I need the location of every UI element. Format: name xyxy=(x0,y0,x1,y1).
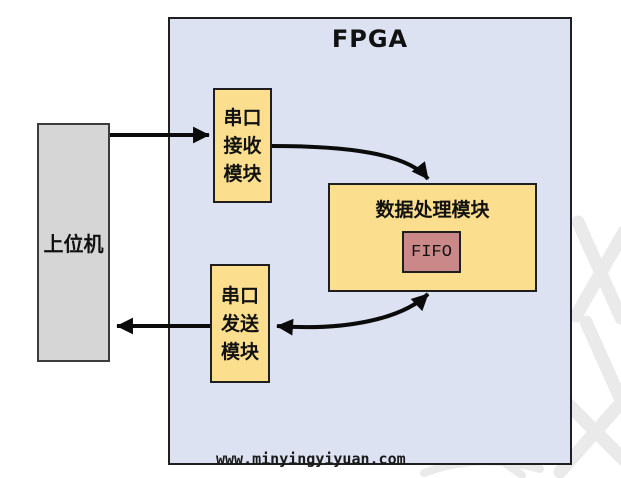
node-data-processing-module: 数据处理模块 FIFO xyxy=(328,183,537,292)
node-host-computer: 上位机 xyxy=(37,123,110,362)
pattern-stroke xyxy=(569,226,621,323)
watermark-url: www.minyingyiyuan.com xyxy=(216,450,406,468)
node-serial-transmit-module: 串口 发送 模块 xyxy=(210,264,270,383)
pattern-stroke xyxy=(553,392,621,478)
node-host-computer-label: 上位机 xyxy=(43,232,104,256)
node-data-processing-label: 数据处理模块 xyxy=(375,199,490,221)
fpga-region-title: FPGA xyxy=(331,25,409,53)
node-serial-receive-module: 串口 接收 模块 xyxy=(213,88,272,203)
node-serial-receive-label: 串口 接收 模块 xyxy=(223,106,262,185)
pattern-stroke xyxy=(502,460,526,478)
pattern-stroke xyxy=(579,315,621,407)
node-serial-transmit-label: 串口 发送 模块 xyxy=(220,284,259,363)
node-fifo-label: FIFO xyxy=(411,242,452,262)
node-fifo: FIFO xyxy=(402,231,461,273)
